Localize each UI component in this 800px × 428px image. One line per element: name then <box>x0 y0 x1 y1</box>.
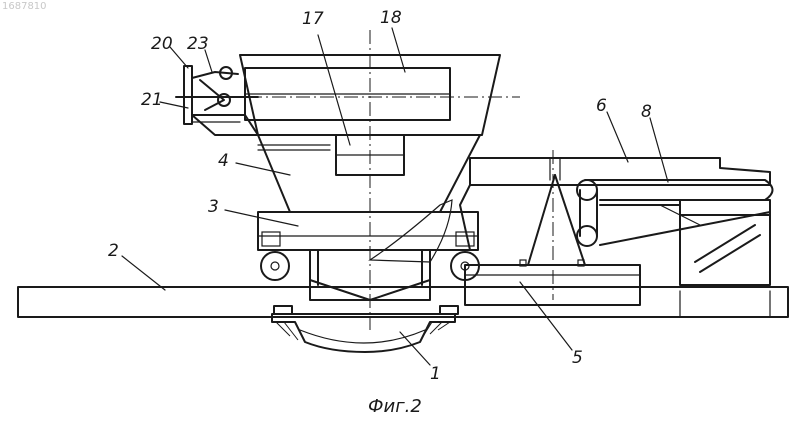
axis-lines <box>200 30 553 330</box>
document-number: 1687810 <box>2 1 47 12</box>
hopper-part-4 <box>258 135 480 212</box>
support-part-1 <box>272 306 458 352</box>
label-4: 4 <box>218 151 229 171</box>
label-21: 21 <box>141 90 163 110</box>
label-17: 17 <box>302 9 324 29</box>
label-18: 18 <box>380 8 402 28</box>
label-3: 3 <box>208 197 219 217</box>
label-8: 8 <box>641 102 652 122</box>
label-5: 5 <box>572 348 583 368</box>
right-frame <box>460 158 773 305</box>
carriage-part-3 <box>258 200 479 300</box>
label-20: 20 <box>151 34 173 54</box>
rail-base <box>18 287 788 317</box>
label-1: 1 <box>430 364 441 384</box>
label-2: 2 <box>108 241 119 261</box>
label-23: 23 <box>187 34 209 54</box>
label-6: 6 <box>596 96 607 116</box>
figure-caption: Фиг.2 <box>368 396 422 417</box>
